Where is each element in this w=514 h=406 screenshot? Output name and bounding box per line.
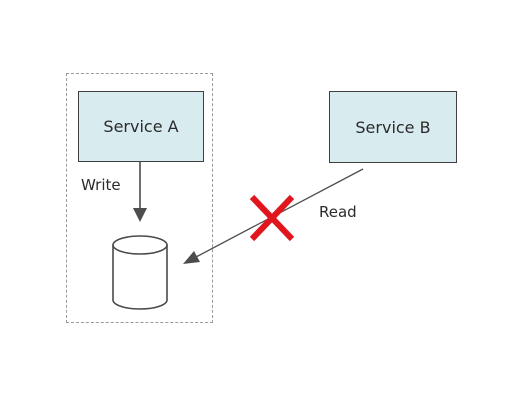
service-b-label: Service B xyxy=(355,117,431,137)
service-a-box: Service A xyxy=(78,91,204,162)
service-a-boundary xyxy=(66,73,213,323)
write-arrow xyxy=(133,162,147,222)
read-label: Read xyxy=(319,203,357,221)
write-label: Write xyxy=(81,176,121,194)
service-b-box: Service B xyxy=(329,91,457,163)
red-cross-icon xyxy=(249,194,295,242)
database-cylinder-icon xyxy=(112,235,168,310)
service-a-label: Service A xyxy=(103,117,179,136)
